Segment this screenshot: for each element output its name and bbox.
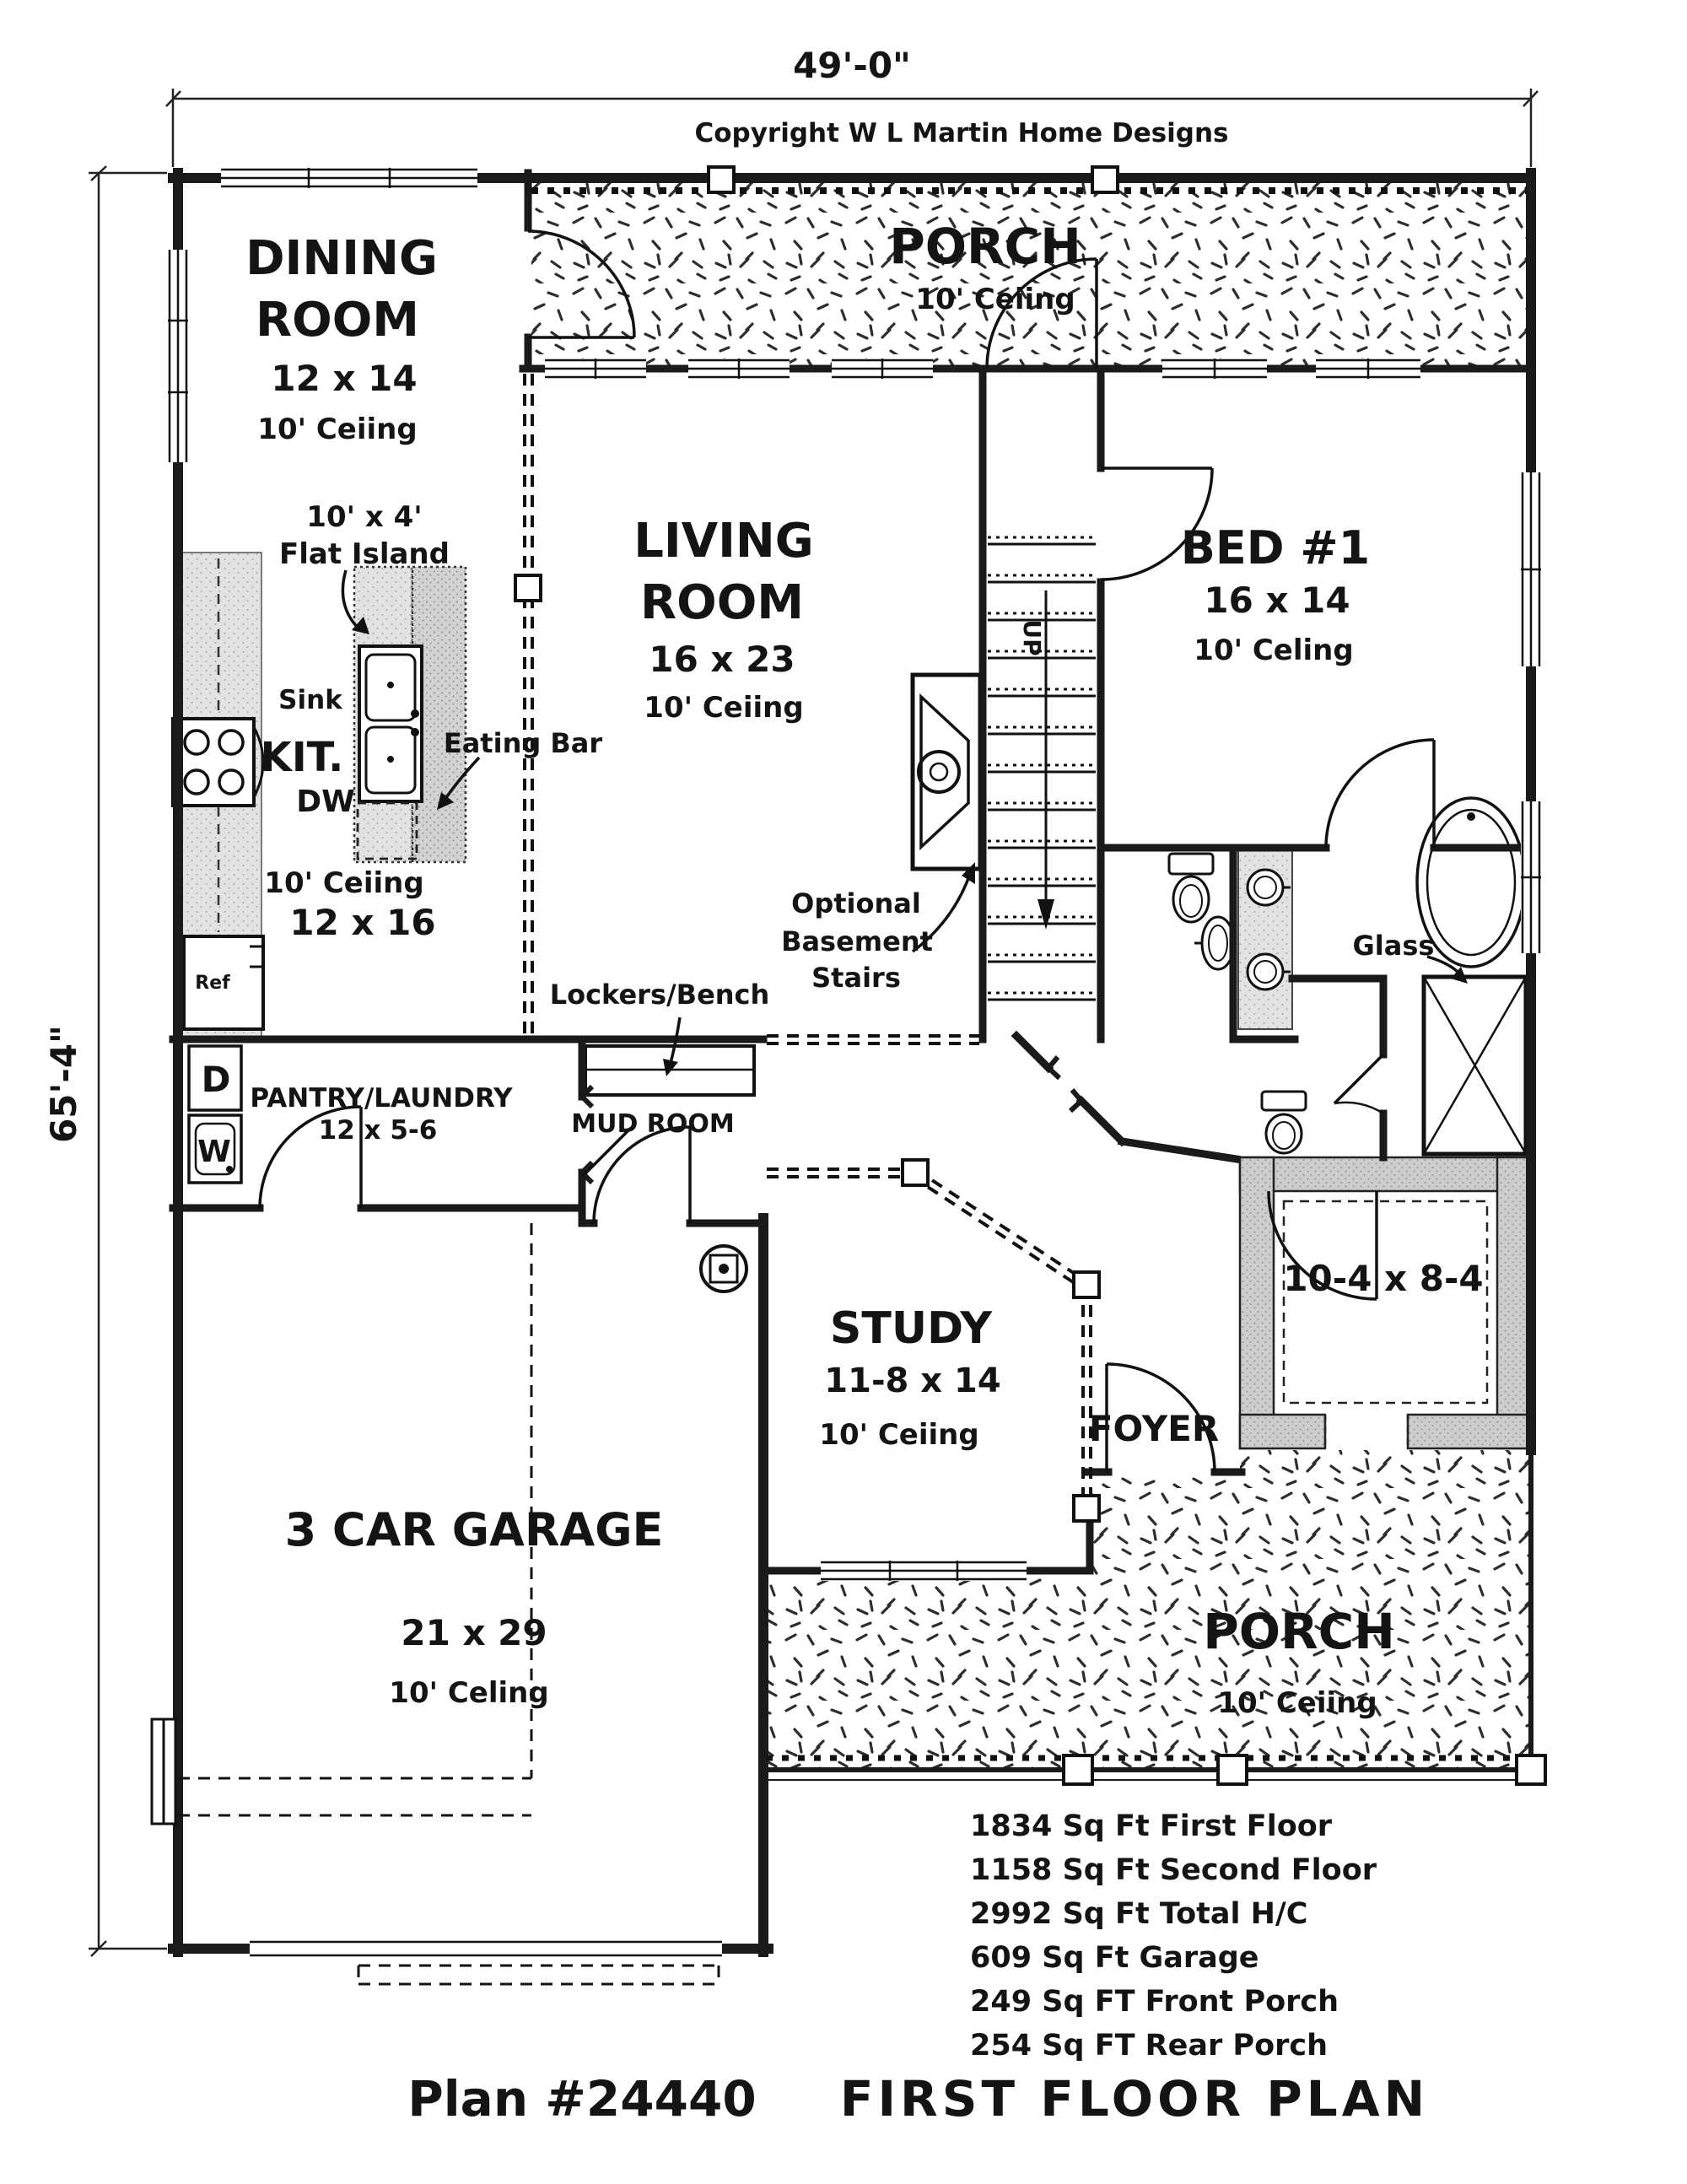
staircase: UP (988, 536, 1096, 1001)
room-garage: 3 CAR GARAGE 21 x 29 10' Celing (285, 1503, 664, 1710)
rear-porch-ceiling: 10' Ceiing (1217, 1686, 1377, 1720)
living-ceiling: 10' Ceiing (644, 691, 803, 725)
room-pantry: PANTRY/LAUNDRY 12 x 5-6 (250, 1083, 513, 1146)
washer-label: W (197, 1135, 231, 1169)
stove-icon (171, 717, 265, 807)
foyer-name: FOYER (1089, 1408, 1219, 1449)
stairs-up-label: UP (1018, 619, 1046, 655)
dining-size: 12 x 14 (271, 358, 417, 399)
garage-size: 21 x 29 (401, 1612, 547, 1653)
doors (258, 229, 1436, 1473)
living-size: 16 x 23 (649, 639, 795, 680)
area-stats: 1834 Sq Ft First Floor 1158 Sq Ft Second… (970, 1809, 1377, 2063)
study-size: 11-8 x 14 (824, 1362, 1000, 1400)
room-living: LIVING ROOM 16 x 23 10' Ceiing (633, 514, 814, 725)
copyright-note: Copyright W L Martin Home Designs (694, 118, 1228, 148)
garage-dashed-guides (178, 1223, 720, 1986)
dw-label: DW (296, 785, 355, 819)
refrigerator-icon: Ref (182, 935, 265, 1031)
front-porch-ceiling: 10' Ceiing (915, 283, 1075, 316)
stat-total: 2992 Sq Ft Total H/C (970, 1897, 1307, 1931)
basement-stairs-note: Optional Basement Stairs (781, 887, 933, 994)
plan-title: FIRST FLOOR PLAN (840, 2070, 1429, 2127)
width-dimension: 49'-0" (793, 45, 911, 86)
vanity-counter (1237, 849, 1293, 1030)
room-kitchen: 10' x 4' Flat Island Sink KIT. DW Eating… (261, 500, 603, 943)
wc-toilet (1260, 1090, 1307, 1155)
garage-side-window (150, 1718, 177, 1825)
ref-label: Ref (195, 973, 230, 994)
sink-label: Sink (278, 685, 343, 715)
sheet-title: Plan #24440 FIRST FLOOR PLAN (407, 2070, 1429, 2127)
dishwasher-outline (356, 801, 418, 860)
room-mud: Lockers/Bench MUD ROOM (550, 979, 770, 1139)
kitchen-name: KIT. (261, 734, 344, 781)
front-porch-edge (531, 165, 1527, 194)
shower-icon (1421, 974, 1528, 1157)
island-label: Flat Island (279, 537, 450, 571)
island-dim: 10' x 4' (306, 500, 422, 534)
stat-garage: 609 Sq Ft Garage (970, 1941, 1259, 1975)
bed1-name: BED #1 (1181, 521, 1371, 574)
living-name-1: LIVING (633, 514, 814, 569)
room-front-porch: PORCH 10' Ceiing (889, 218, 1081, 316)
room-bed1: BED #1 16 x 14 10' Celing (1181, 521, 1371, 667)
living-name-2: ROOM (640, 575, 804, 630)
bed1-ceiling: 10' Celing (1194, 634, 1353, 667)
pantry-name: PANTRY/LAUNDRY (250, 1083, 513, 1114)
rear-porch-edge (763, 1450, 1547, 1786)
entry-stoop-walls (1238, 1156, 1533, 1450)
lockers-label: Lockers/Bench (550, 979, 770, 1011)
dining-name-1: DINING (245, 231, 438, 286)
dryer-label: D (202, 1059, 231, 1100)
dryer-icon: D (187, 1044, 243, 1112)
dining-ceiling: 10' Ceiing (257, 413, 417, 446)
note-basement: Basement (781, 925, 933, 957)
front-porch-name: PORCH (889, 218, 1081, 275)
entry-size: 10-4 x 8-4 (1283, 1258, 1483, 1299)
door-jamb-marks (578, 1055, 1086, 1185)
rear-porch-floor (766, 1450, 1528, 1770)
windows (150, 168, 1541, 1959)
fireplace-icon (910, 672, 983, 871)
height-dimension: 65'-4" (43, 1025, 84, 1143)
front-porch-floor (531, 180, 1527, 365)
eating-bar-label: Eating Bar (444, 727, 603, 759)
room-dining: DINING ROOM 12 x 14 10' Ceiing (245, 231, 438, 446)
pantry-size: 12 x 5-6 (319, 1115, 438, 1146)
pedestal-sink-icon (1194, 915, 1236, 971)
stat-rear-porch: 254 Sq FT Rear Porch (970, 2029, 1328, 2063)
garage-name: 3 CAR GARAGE (285, 1503, 664, 1556)
dimension-lines (89, 89, 1539, 1957)
kitchen-ceiling: 10' Ceiing (264, 866, 423, 900)
floor-drain-icon (699, 1244, 748, 1293)
study-name: STUDY (830, 1303, 994, 1354)
colonnade-dashed-lines (523, 374, 1092, 1508)
island-sink (358, 644, 423, 803)
note-optional: Optional (791, 887, 921, 919)
room-study: STUDY 11-8 x 14 10' Ceiing (819, 1303, 1000, 1452)
colonnade-posts (514, 574, 1101, 1523)
garage-ceiling: 10' Celing (389, 1676, 548, 1710)
kitchen-size: 12 x 16 (289, 902, 435, 943)
room-rear-porch: PORCH 10' Ceiing (1203, 1603, 1395, 1720)
stat-second-floor: 1158 Sq Ft Second Floor (970, 1853, 1377, 1887)
stat-first-floor: 1834 Sq Ft First Floor (970, 1809, 1333, 1843)
note-stairs: Stairs (811, 962, 901, 994)
rear-porch-name: PORCH (1203, 1603, 1395, 1660)
plan-number: Plan #24440 (407, 2070, 756, 2127)
washer-icon: W (187, 1114, 243, 1184)
bed1-size: 16 x 14 (1204, 580, 1350, 621)
mud-name: MUD ROOM (571, 1109, 735, 1139)
stat-front-porch: 249 Sq FT Front Porch (970, 1985, 1339, 2019)
glass-label: Glass (1353, 930, 1435, 962)
annotation-arrows (341, 569, 1468, 1076)
hall-bath-toilet (1167, 852, 1215, 924)
study-ceiling: 10' Ceiing (819, 1418, 978, 1452)
dining-name-2: ROOM (256, 293, 419, 348)
